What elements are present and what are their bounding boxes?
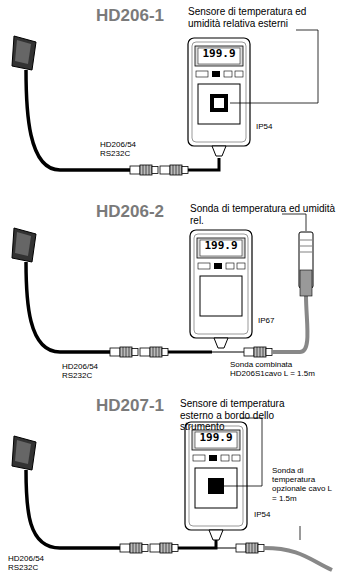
instrument-housing	[188, 38, 250, 156]
cable	[178, 540, 216, 548]
cable-plug	[140, 347, 168, 357]
serial-cable	[26, 262, 110, 352]
leader-line	[282, 214, 306, 231]
connection-arrow	[212, 352, 244, 353]
probe-label: Sonda di temperatura opzionale cavo L = …	[272, 466, 336, 503]
protection-rating: IP67	[258, 316, 274, 325]
description: Sensore di temperatura ed umidità relati…	[188, 6, 328, 29]
cable-plug	[110, 347, 138, 357]
instrument-housing	[190, 230, 252, 348]
protection-rating: IP54	[254, 510, 270, 519]
probe-plug	[236, 543, 264, 553]
description: Sensore di temperatura esterno a bordo d…	[180, 398, 320, 433]
leader-line	[300, 526, 301, 540]
section-1	[12, 30, 318, 175]
instrument-housing	[185, 422, 247, 540]
display-reading: 199.9	[195, 432, 237, 445]
display-reading: 199.9	[198, 48, 240, 61]
leader-line	[224, 418, 262, 486]
probe-cable	[272, 296, 308, 352]
cable-plug	[160, 165, 188, 175]
db9-connector	[12, 436, 36, 470]
probe-label: Sonda combinata HD206S1cavo L = 1.5m	[230, 360, 336, 378]
interface-cable-label: HD206/54 RS232C	[8, 554, 54, 572]
leader-line	[230, 30, 318, 103]
model-title: HD206-1	[96, 6, 164, 26]
serial-cable	[26, 470, 120, 548]
rh-sensor	[210, 94, 228, 112]
cable	[168, 351, 212, 354]
temperature-sensor	[208, 478, 224, 494]
probe-grille	[300, 240, 312, 252]
db9-connector	[12, 36, 36, 70]
interface-cable-label: HD206/54 RS232C	[100, 140, 146, 158]
model-title: HD206-2	[96, 202, 164, 222]
protection-rating: IP54	[256, 122, 272, 131]
probe-plug	[244, 347, 272, 357]
cable-plug	[130, 165, 158, 175]
rh-sensor	[214, 98, 224, 108]
cable-plug	[150, 543, 178, 553]
probe-cable	[264, 548, 332, 570]
connection-arrow	[216, 548, 236, 549]
section-2	[12, 214, 313, 357]
db9-connector	[12, 228, 36, 262]
display-reading: 199.9	[200, 240, 242, 253]
probe-handle	[300, 270, 312, 296]
model-title: HD207-1	[96, 396, 164, 416]
cable-plug	[120, 543, 148, 553]
cable	[188, 158, 219, 170]
interface-cable-label: HD206/54 RS232C	[62, 362, 108, 380]
description: Sonda di temperatura ed umidità rel.	[190, 203, 338, 226]
